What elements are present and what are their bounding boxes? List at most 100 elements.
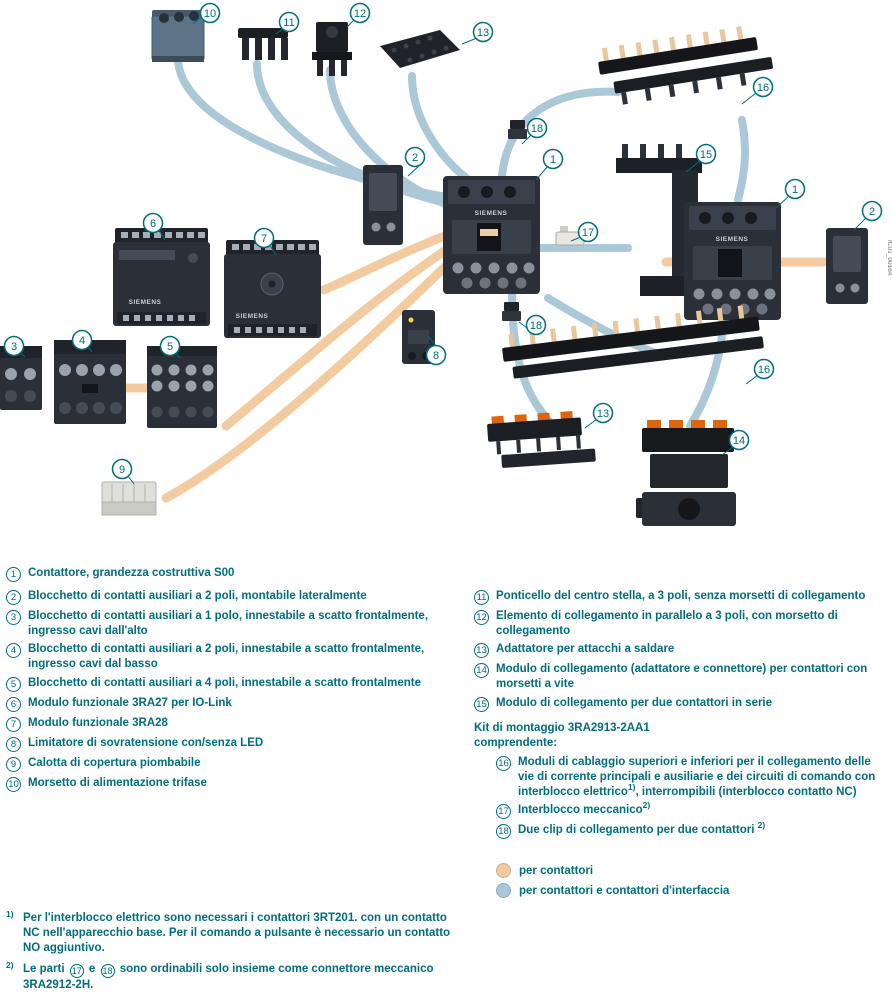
- callout-4: 4: [71, 329, 93, 351]
- svg-text:13: 13: [477, 27, 489, 39]
- footnote-1: 1) Per l'interblocco elettrico sono nece…: [6, 909, 456, 956]
- footnote-text: Le parti 17 e 18 sono ordinabili solo in…: [23, 962, 456, 993]
- supply-terminal: [151, 10, 205, 62]
- kit-subtitle: comprendente:: [474, 736, 558, 749]
- kit-title: Kit di montaggio 3RA2913-2AA1: [474, 721, 650, 734]
- callout-13-top: 13: [472, 21, 494, 43]
- svg-text:11: 11: [283, 17, 294, 29]
- legend-column-right: 11 Ponticello del centro stella, a 3 poli…: [474, 589, 888, 903]
- legend-item-number: 6: [6, 696, 21, 712]
- callout-15: 15: [695, 143, 717, 165]
- legend-item-text: Blocchetto di contatti ausiliari a 1 pol…: [28, 610, 429, 637]
- svg-text:1: 1: [550, 154, 556, 166]
- legend-item-number: 18: [496, 824, 511, 840]
- callout-14: 14: [728, 429, 750, 451]
- svg-text:10: 10: [204, 8, 216, 20]
- footnote-marker: 1): [6, 909, 14, 920]
- legend-item-text: Blocchetto di contatti ausiliari a 2 pol…: [28, 643, 425, 671]
- legend: 1 Contattore, grandezza costruttiva S00 …: [0, 562, 892, 903]
- callout-2-right: 2: [861, 200, 883, 222]
- legend-item-text: Modulo di collegamento (adattatore e con…: [496, 663, 868, 691]
- mechanical-interlock: [555, 226, 585, 246]
- brand-label: SIEMENS: [475, 210, 508, 217]
- callout-1-main: 1: [542, 148, 564, 170]
- kit-item-text-pre: Due clip di collegamento per due contatt…: [518, 824, 758, 837]
- svg-text:3: 3: [11, 341, 17, 353]
- callout-12: 12: [349, 2, 371, 24]
- legend-item: 17 Interblocco meccanico2): [496, 800, 888, 820]
- footnote-text-mid: e: [85, 963, 99, 976]
- legend-item-text: Blocchetto di contatti ausiliari a 4 pol…: [28, 676, 421, 689]
- legend-item-text: Elemento di collegamento in parallelo a …: [496, 610, 838, 637]
- kit-item-text-pre: Moduli di cablaggio superiori e inferior…: [518, 756, 876, 798]
- callout-18-bottom: 18: [525, 314, 547, 336]
- svg-text:14: 14: [733, 435, 745, 447]
- legend-item-text: Modulo funzionale 3RA27 per IO-Link: [28, 696, 232, 709]
- aux-block-lateral-left: [363, 165, 403, 245]
- brand-label: SIEMENS: [129, 299, 162, 306]
- svg-text:16: 16: [758, 364, 770, 376]
- footnote-text-post: sono ordinabili solo insieme come connet…: [23, 963, 434, 992]
- contactor-main: SIEMENS: [443, 176, 540, 294]
- svg-text:8: 8: [433, 350, 439, 362]
- legend-item: 4 Blocchetto di contatti ausiliari a 2 po…: [6, 642, 458, 671]
- parallel-link: [312, 22, 352, 76]
- callout-16-bottom: 16: [753, 358, 775, 380]
- legend-item-number: 5: [6, 676, 21, 692]
- legend-item: 8 Limitatore di sovratensione con/senza L…: [6, 736, 458, 752]
- svg-text:13: 13: [597, 408, 609, 420]
- wire-blue-5: [498, 87, 622, 180]
- legend-item: 6 Modulo funzionale 3RA27 per IO-Link: [6, 696, 458, 712]
- kit-item-text-post: , interrompibili (interblocco contatto N…: [635, 785, 857, 798]
- inline-callout-17: 17: [69, 964, 84, 979]
- wire-peach-2: [221, 241, 457, 431]
- color-key-label: per contattori: [519, 864, 594, 877]
- legend-item-number: 11: [474, 590, 489, 605]
- aux-block-1pole: [0, 346, 42, 410]
- legend-item-text: Ponticello del centro stella, a 3 poli, …: [496, 590, 866, 602]
- contactor-right: SIEMENS: [684, 202, 781, 320]
- legend-item-number: 8: [6, 736, 21, 752]
- legend-item-number: 9: [6, 756, 21, 772]
- wiring-module-bottom: [502, 305, 764, 379]
- legend-item: 16 Moduli di cablaggio superiori e infer…: [496, 755, 888, 799]
- aux-block-2pole: [54, 340, 126, 424]
- svg-text:17: 17: [582, 227, 594, 239]
- legend-item-text: Limitatore di sovratensione con/senza LE…: [28, 736, 264, 749]
- color-key-row: per contattori: [496, 863, 888, 879]
- footnote-text: Per l'interblocco elettrico sono necessa…: [23, 912, 451, 955]
- surge-suppressor: [402, 310, 435, 364]
- brand-label: SIEMENS: [236, 313, 269, 320]
- legend-item-number: 16: [496, 756, 511, 772]
- wire-blue-4: [408, 72, 484, 192]
- wiring-module-top: [598, 26, 773, 105]
- figure-id: IC01_00164: [886, 240, 892, 276]
- callout-17: 17: [577, 221, 599, 243]
- legend-item-number: 4: [6, 643, 21, 659]
- svg-text:15: 15: [700, 149, 712, 161]
- svg-text:2: 2: [412, 152, 418, 164]
- kit-items: 16 Moduli di cablaggio superiori e infer…: [496, 755, 888, 840]
- wire-blue-3: [326, 66, 470, 216]
- callout-5: 5: [159, 335, 181, 357]
- legend-item-number: 17: [496, 804, 511, 820]
- blue-swatch: [496, 883, 511, 899]
- svg-text:18: 18: [531, 123, 543, 135]
- callout-1-right: 1: [784, 178, 806, 200]
- legend-item-number: 14: [474, 663, 489, 679]
- callout-7: 7: [253, 227, 275, 249]
- legend-item: 5 Blocchetto di contatti ausiliari a 4 po…: [6, 676, 458, 692]
- footnote-marker: 2): [6, 960, 14, 971]
- function-module-3ra27: SIEMENS: [113, 228, 210, 326]
- footnote-ref: 2): [642, 800, 651, 811]
- svg-text:4: 4: [79, 335, 85, 347]
- callout-3: 3: [3, 335, 25, 357]
- wire-blue-9: [734, 116, 749, 204]
- coupling-module: [636, 420, 736, 526]
